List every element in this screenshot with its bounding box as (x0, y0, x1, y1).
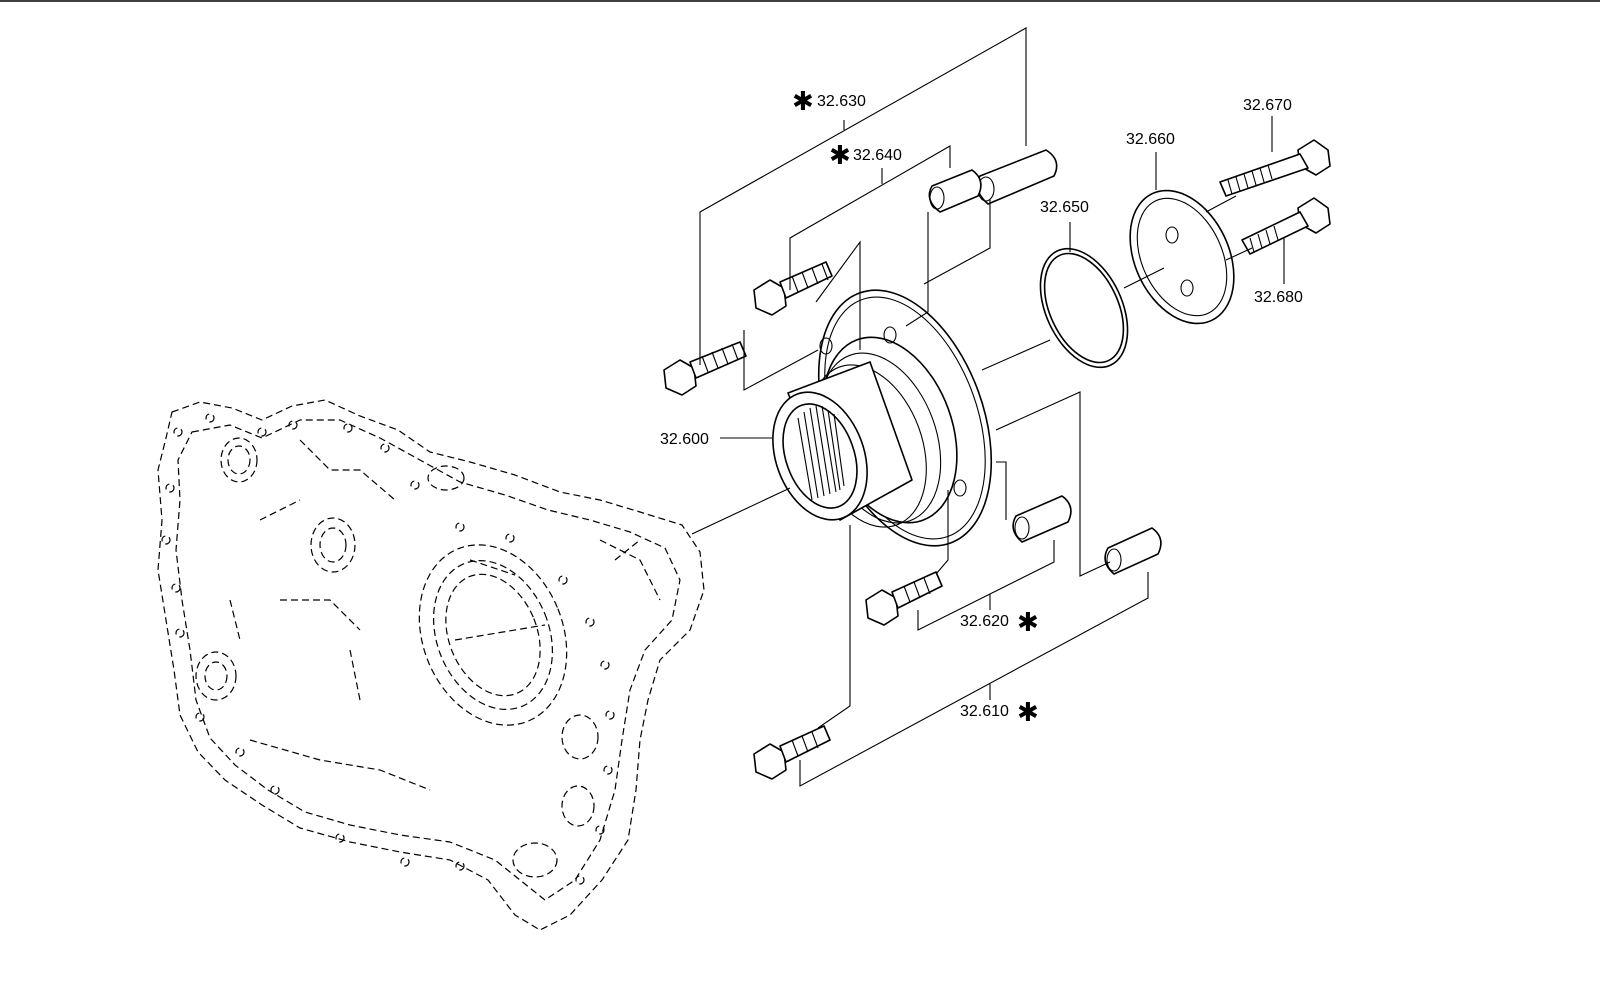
bolt-32-630 (663, 341, 747, 396)
bolt-32-620 (865, 571, 943, 626)
callout-32-660: 32.660 (1126, 131, 1175, 148)
callout-32-620: 32.620 (960, 613, 1009, 630)
sleeve-32-630 (976, 149, 1058, 205)
flange-32-600 (772, 289, 993, 547)
bolt-32-670 (1219, 139, 1331, 197)
sleeve-32-620 (1012, 495, 1072, 543)
sleeve-32-640 (928, 169, 982, 213)
o-ring-32-650 (1039, 247, 1129, 369)
bolt-32-640 (753, 261, 833, 316)
callout-32-680: 32.680 (1254, 289, 1303, 306)
transmission-housing (157, 399, 705, 931)
callout-32-640: 32.640 (853, 147, 902, 164)
replacement-star-32-630: ✱ (792, 87, 814, 117)
replacement-star-32-610: ✱ (1017, 698, 1039, 728)
callout-32-670: 32.670 (1243, 97, 1292, 114)
replacement-star-32-620: ✱ (1017, 608, 1039, 638)
callout-32-650: 32.650 (1040, 199, 1089, 216)
callout-32-600: 32.600 (660, 431, 709, 448)
callout-32-630: 32.630 (817, 93, 866, 110)
bolt-32-680 (1241, 197, 1331, 255)
replacement-star-32-640: ✱ (829, 141, 851, 171)
sleeve-32-610 (1104, 527, 1162, 575)
callout-32-610: 32.610 (960, 703, 1009, 720)
washer-32-660 (1129, 189, 1235, 325)
leader-lines (691, 27, 1285, 787)
bolt-32-610 (753, 725, 831, 780)
